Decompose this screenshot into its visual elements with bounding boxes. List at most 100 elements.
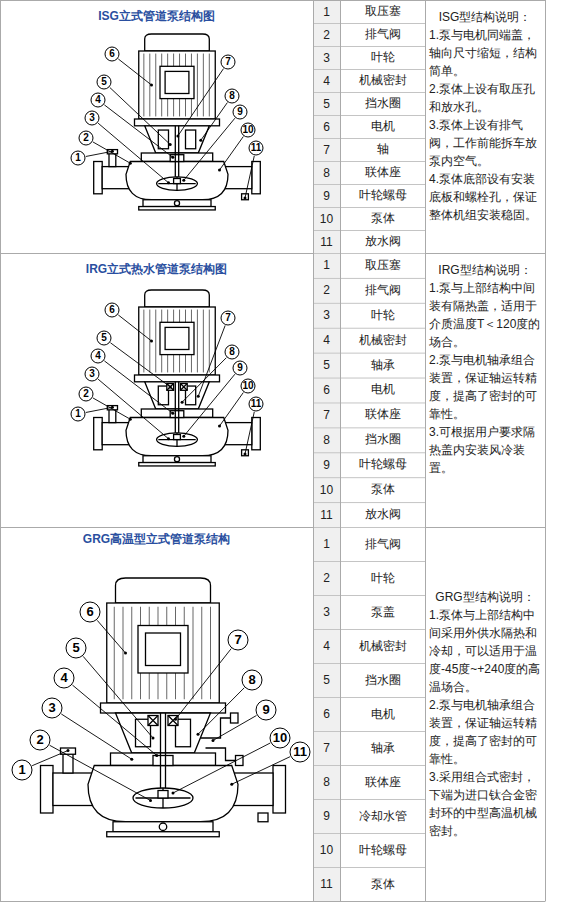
number-cell-bg	[313, 23, 340, 46]
number-cell-bg	[313, 527, 340, 561]
callout-number: 8	[225, 345, 239, 359]
row-line	[313, 867, 425, 868]
pump-cover	[141, 153, 212, 162]
callout-circle	[12, 760, 32, 780]
table-part-name: 挡水圈	[340, 663, 425, 697]
motor-fin	[123, 607, 124, 700]
callouts	[71, 303, 263, 456]
table-part-name: 排气阀	[340, 527, 425, 561]
leader-dot	[244, 197, 247, 200]
number-cell-bg	[313, 303, 340, 328]
table-part-name: 泵盖	[340, 595, 425, 629]
table-number: 6	[313, 697, 340, 731]
description-panel: GRG型结构说明：1.泵体与上部结构中间采用外供水隔热和冷却，可以适用于温度-4…	[429, 588, 541, 840]
table-part-name: 叶轮螺母	[340, 833, 425, 867]
table-part-name: 联体座	[340, 161, 425, 184]
base-foot	[107, 832, 220, 837]
motor-fin	[193, 607, 194, 700]
callout-circle	[228, 630, 248, 650]
table-part-name: 轴承	[340, 731, 425, 765]
drain-valve	[242, 450, 249, 456]
motor-fin	[203, 54, 204, 117]
fan-cover	[145, 290, 210, 307]
leader-dot	[174, 718, 177, 721]
impeller	[157, 433, 198, 447]
callout-number: 11	[249, 397, 263, 411]
motor-fin	[155, 54, 156, 117]
leader-line	[110, 87, 170, 144]
number-cell-bg	[313, 161, 340, 184]
table-part-name: 叶轮螺母	[340, 452, 425, 477]
section-line	[0, 253, 545, 254]
shaft	[175, 126, 178, 184]
callout-number: 5	[97, 331, 111, 345]
leader-dot	[182, 435, 185, 438]
table-number: 1	[313, 527, 340, 561]
row-line	[313, 629, 425, 630]
leader-line	[118, 59, 151, 85]
pump-drawing	[94, 34, 261, 210]
row-line	[313, 502, 425, 503]
table-number: 9	[313, 452, 340, 477]
pump-body	[126, 418, 228, 456]
leader-dot	[169, 385, 172, 388]
drain-valve	[242, 194, 249, 200]
column-line	[313, 0, 314, 902]
terminal-cover	[146, 633, 181, 666]
callout-circle	[85, 367, 99, 381]
description-item: 1.泵与上部结构中间装有隔热盖，适用于介质温度T＜120度的场合。	[429, 279, 541, 351]
leader-dot	[124, 652, 127, 655]
section-title: GRG高温型立式管道泵结构	[0, 531, 313, 548]
table-part-name: 冷却水管	[340, 799, 425, 833]
impeller	[133, 788, 193, 808]
description-item: 2.泵体上设有取压孔和放水孔。	[429, 80, 541, 116]
number-cell-bg	[313, 184, 340, 207]
table-part-name: 叶轮	[340, 303, 425, 328]
motor-body	[139, 51, 216, 119]
row-line	[313, 561, 425, 562]
leader-dot	[176, 135, 179, 138]
callout-circle	[225, 89, 239, 103]
bolt-hole	[174, 457, 179, 462]
leader-dot	[197, 395, 200, 398]
callout-number: 7	[221, 311, 235, 325]
callout-number: 11	[290, 742, 310, 762]
leader-dot	[167, 181, 170, 184]
description-item: 3.泵体上设有排气阀，工作前能拆车放泵内空气。	[429, 116, 541, 170]
leader-line	[98, 379, 168, 439]
column-line	[0, 0, 1, 902]
motor-fin	[203, 310, 204, 373]
callout-circle	[242, 670, 262, 690]
row-line	[313, 184, 425, 185]
leader-dot	[149, 799, 152, 802]
leader-line	[213, 715, 256, 740]
impeller-vane	[136, 788, 191, 808]
leader-dot	[171, 412, 174, 415]
table-number: 5	[313, 353, 340, 378]
description-item: 3.可根据用户要求隔热盖内安装风冷装置。	[429, 423, 541, 477]
motor-body	[139, 307, 216, 375]
leader-dot	[199, 139, 202, 142]
table-number: 9	[313, 184, 340, 207]
inlet-flange	[94, 418, 103, 450]
row-line	[313, 527, 425, 528]
callout-number: 2	[30, 730, 50, 750]
leader-line	[61, 714, 131, 759]
motor-fin	[209, 310, 210, 373]
table-part-name: 放水阀	[340, 502, 425, 527]
callout-circle	[30, 730, 50, 750]
number-cell-bg	[313, 230, 340, 253]
callout-circle	[79, 131, 93, 145]
number-cell-bg	[313, 427, 340, 452]
callout-number: 7	[228, 630, 248, 650]
bearing	[167, 384, 174, 391]
pressure-plug	[63, 753, 73, 773]
callout-circle	[221, 55, 235, 69]
inlet-flange	[94, 162, 103, 194]
table-part-name: 机械密封	[340, 629, 425, 663]
leader-dot	[152, 737, 155, 740]
table-number: 5	[313, 92, 340, 115]
row-line	[313, 452, 425, 453]
bearing	[148, 716, 158, 726]
table-number: 3	[313, 595, 340, 629]
